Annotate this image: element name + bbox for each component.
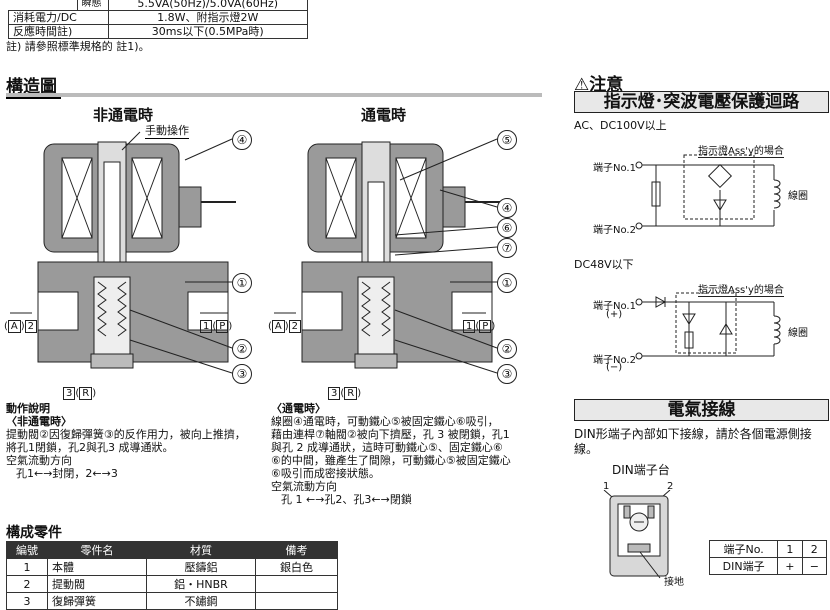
terminal-2-label: 端子No.2 [593,355,636,366]
ac-circuit-diagram [635,154,781,230]
text-line: 線圈④通電時，可動鐵心⑤被固定鐵心⑥吸引， [271,415,499,428]
operation-right-text: 線圈④通電時，可動鐵心⑤被固定鐵心⑥吸引， 藉由連桿⑦軸閥②被向下擠壓，孔 3 … [271,415,541,506]
text-line: 孔1←→封閉，2←→3 [16,467,118,480]
din-terminal-label: DIN端子台 [612,463,670,477]
text-line: 與孔 2 成導通狀，這時可動鐵心⑤、固定鐵心⑥ [271,441,503,454]
ground-label: 接地 [664,577,684,588]
valve-diagram-energized [301,141,500,369]
manual-operation-label: 手動操作 [145,124,189,139]
electrical-box-title: 電氣接線 [574,399,829,421]
electrical-description: DIN形端子內部如下接線，請於各個電源側接線。 [574,427,812,456]
text-line: 藉由連桿⑦軸閥②被向下擠壓，孔 3 被閉鎖，孔1 [271,428,510,441]
leader-lines [10,131,498,374]
spec-label: 消耗電力/DC [8,10,109,25]
callout-7: ⑦ [497,238,517,258]
caution-heading: ⚠注意 [574,75,624,95]
coil-label: 線圈 [788,328,808,339]
terminal-1-label: 端子No.1 [593,163,636,174]
text-line: ⑥的中間，雖產生了間隙，可動鐵心⑤被固定鐵心 [271,454,511,467]
terminal-2-polarity: (−) [606,362,623,373]
dc-circuit-diagram [635,292,781,360]
table-row: DIN端子 + − [708,557,828,575]
din-pin-2-label: 2 [667,481,674,492]
spec-row: 消耗電力/DC 1.8W、附指示燈2W [8,10,308,25]
text-line: 將孔1閉鎖，孔2與孔3 成導通狀。 [6,441,174,454]
parts-header: 編號 [6,541,48,559]
callout-1: ① [497,273,517,293]
din-pin-table: 端子No. 1 2 DIN端子 + − [708,540,828,575]
diagram-title-deenergized: 非通電時 [93,106,154,124]
callout-4: ④ [497,198,517,218]
port-label-r3: 3(R) [328,387,361,400]
operation-left-text: 提動閥②因復歸彈簧③的反作用力，被向上推擠， 將孔1閉鎖，孔2與孔3 成導通狀。… [6,428,261,480]
valve-diagram-deenergized [37,141,236,369]
indicator-assy-label: 指示燈Ass'y的場合 [698,281,784,297]
text-line: 空氣流動方向 [271,480,337,493]
parts-header: 材質 [146,541,256,559]
section-rule [6,93,542,97]
spec-label: 反應時間註) [8,24,109,39]
operation-right-heading: 〈通電時〉 [271,402,326,415]
port-label-r3: 3(R) [63,387,96,400]
text-line: ⑥吸引而成密接狀態。 [271,467,380,480]
terminal-2-label: 端子No.2 [593,225,636,236]
callout-4: ④ [232,130,252,150]
coil-label: 線圈 [788,191,808,202]
text-line: 孔 1 ←→孔2、孔3←→閉鎖 [281,493,412,506]
table-row: 3 復歸彈簧 不鏽鋼 [6,592,338,610]
text-line: 空氣流動方向 [6,454,72,467]
spec-value: 5.5VA(50Hz)/5.0VA(60Hz) [107,0,308,11]
spec-note: 註) 請參照標準規格的 註1)。 [6,40,150,53]
terminal-1-polarity: (+) [606,309,623,320]
warning-icon: ⚠ [574,75,590,95]
dc-label: DC48V以下 [574,258,634,271]
table-row: 2 提動閥 鋁・HNBR [6,575,338,593]
terminal-1-label: 端子No.1 [593,301,636,312]
callout-2: ② [497,339,517,359]
text-line: 提動閥②因復歸彈簧③的反作用力，被向上推擠， [6,428,246,441]
din-terminal-drawing [603,490,671,579]
spec-sub: 瞬態 [76,0,109,11]
operation-left-heading: 〈非通電時〉 [6,415,72,428]
diagram-title-energized: 通電時 [361,106,407,124]
parts-header: 零件名 [47,541,147,559]
callout-3: ③ [232,364,252,384]
din-pin-1-label: 1 [603,481,610,492]
port-label-p1: 1(P) [463,320,495,333]
section-title-structure: 構造圖 [6,72,61,99]
port-label-a2: (A)2 [268,320,302,333]
table-row: 1 本體 壓鑄鋁 銀白色 [6,558,338,576]
table-row: 端子No. 1 2 [708,540,828,558]
callout-1: ① [232,273,252,293]
callout-6: ⑥ [497,218,517,238]
spec-value: 1.8W、附指示燈2W [107,10,308,25]
callout-5: ⑤ [497,130,517,150]
operation-title: 動作說明 [6,402,50,415]
spec-row: 反應時間註) 30ms以下(0.5MPa時) [8,24,308,39]
callout-2: ② [232,339,252,359]
indicator-assy-label: 指示燈Ass'y的場合 [698,142,784,158]
ac-label: AC、DC100V以上 [574,119,667,132]
callout-3: ③ [497,364,517,384]
parts-header: 備考 [255,541,338,559]
port-label-p1: 1(P) [200,320,232,333]
caution-box-title: 指示燈･突波電壓保護迴路 [574,91,829,113]
port-label-a2: (A)2 [4,320,38,333]
spec-table: 瞬態 5.5VA(50Hz)/5.0VA(60Hz) 消耗電力/DC 1.8W、… [8,0,308,39]
parts-table: 編號 零件名 材質 備考 1 本體 壓鑄鋁 銀白色 2 提動閥 鋁・HNBR 3… [6,541,338,610]
spec-value: 30ms以下(0.5MPa時) [107,24,308,39]
spec-row: 瞬態 5.5VA(50Hz)/5.0VA(60Hz) [8,0,308,11]
